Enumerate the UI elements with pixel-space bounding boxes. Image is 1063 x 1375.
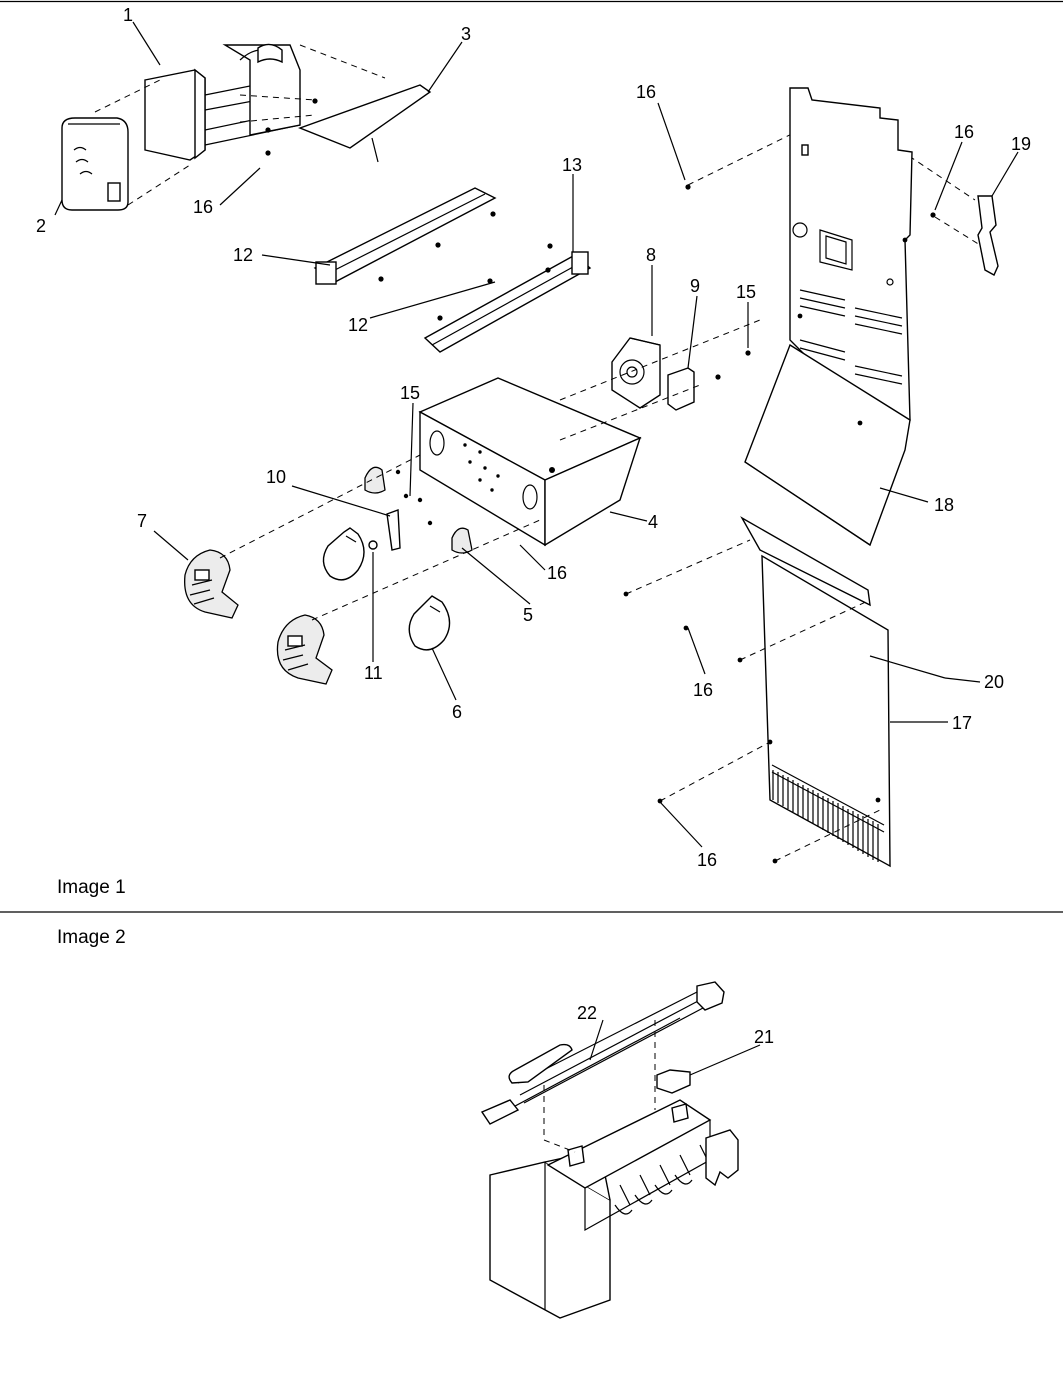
- callout-8: 8: [646, 245, 656, 265]
- callout-10: 10: [266, 467, 286, 487]
- callout-16-housing: 16: [547, 563, 567, 583]
- callout-18: 18: [934, 495, 954, 515]
- callout-9: 9: [690, 276, 700, 296]
- lamp-socket-lower: [451, 527, 473, 554]
- slide-rail-upper: [313, 187, 497, 285]
- ice-maker-assembly: [489, 1099, 739, 1319]
- auger-motor: [611, 337, 661, 409]
- callout-19: 19: [1011, 134, 1031, 154]
- image-1-group: 1 2 3 16 12 12 13 8 9 15 15 10 7 4 16 5 …: [36, 5, 1031, 898]
- panel-bracket: [977, 195, 999, 276]
- lamp-cover-lower: [276, 614, 333, 685]
- motor-switch: [667, 367, 695, 411]
- lamp-cover-upper: [184, 549, 239, 619]
- callout-16-bottom: 16: [697, 850, 717, 870]
- image-1-caption: Image 1: [57, 877, 126, 898]
- callout-4: 4: [648, 512, 658, 532]
- callout-17: 17: [952, 713, 972, 733]
- dispenser-shelf: [744, 343, 911, 547]
- lamp-nut: [368, 540, 378, 550]
- light-bulb-upper: [322, 527, 365, 581]
- callout-15-left: 15: [400, 383, 420, 403]
- callout-2: 2: [36, 216, 46, 236]
- lamp-bracket: [386, 509, 401, 551]
- dispenser-housing: [418, 377, 642, 547]
- callout-16-lower-panel: 16: [693, 680, 713, 700]
- light-bulb-lower: [408, 595, 451, 651]
- lower-access-panel: [740, 516, 946, 868]
- vent-grille: [772, 770, 879, 862]
- image-2-group: Image 2: [57, 927, 774, 1319]
- callout-20: 20: [984, 672, 1004, 692]
- callout-16-top-left: 16: [193, 197, 213, 217]
- callout-5: 5: [523, 605, 533, 625]
- callout-12-lower: 12: [348, 315, 368, 335]
- callout-13: 13: [562, 155, 582, 175]
- image-2-caption: Image 2: [57, 927, 126, 948]
- ice-maker-housing: [144, 43, 301, 161]
- wire-harness: [480, 981, 725, 1125]
- callout-7: 7: [137, 511, 147, 531]
- callout-6: 6: [452, 702, 462, 722]
- callout-22: 22: [577, 1003, 597, 1023]
- mounting-plate: [298, 84, 432, 163]
- callout-1: 1: [123, 5, 133, 25]
- slide-rail-lower: [423, 251, 592, 353]
- ice-bucket-cover: [61, 117, 129, 211]
- callout-11: 11: [364, 663, 383, 683]
- lamp-socket-upper: [364, 466, 386, 494]
- callout-16-panel: 16: [636, 82, 656, 102]
- callout-3: 3: [461, 24, 471, 44]
- callout-15-right: 15: [736, 282, 756, 302]
- callout-12-upper: 12: [233, 245, 253, 265]
- callout-16-bracket: 16: [954, 122, 974, 142]
- callout-21: 21: [754, 1027, 774, 1047]
- harness-clip: [656, 1069, 691, 1094]
